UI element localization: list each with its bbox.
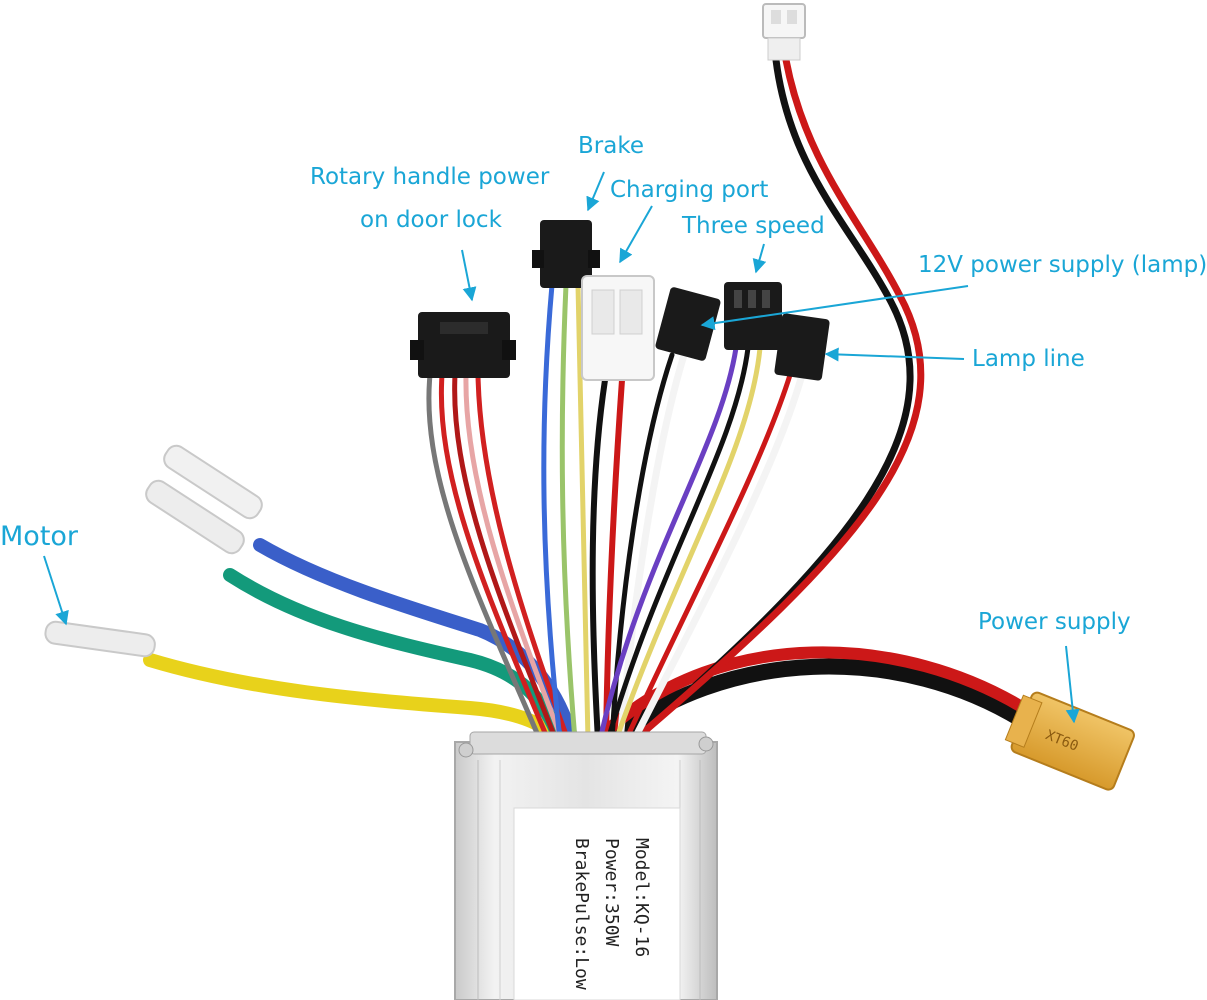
arrow-lamp-line: [824, 347, 965, 362]
controller-sticker: Model:KQ-16 Power:350W BrakePulse:Low: [513, 807, 681, 1000]
motor-bullet-connectors: [44, 444, 263, 658]
xt60-connector: XT60: [1004, 691, 1135, 791]
white-jst-plug: [762, 3, 806, 61]
label-brake: Brake: [578, 133, 644, 159]
label-motor: Motor: [0, 521, 79, 552]
label-power-supply: Power supply: [978, 609, 1131, 635]
lamp-12v-connector: [655, 287, 721, 361]
label-lamp-line: Lamp line: [972, 346, 1085, 372]
handle-power-wires: [426, 372, 571, 743]
charging-port-connector: [581, 275, 655, 381]
lamp-line-wires: [623, 371, 806, 744]
arrow-12v: [700, 285, 969, 331]
label-12v-power-supply: 12V power supply (lamp): [918, 252, 1207, 278]
label-charging-port: Charging port: [610, 177, 769, 203]
arrow-charging: [619, 205, 653, 264]
charging-port-wires: [589, 377, 625, 743]
brake-wires: [541, 282, 591, 743]
handle-power-connector: [410, 312, 516, 378]
three-speed-connector: [724, 282, 782, 350]
sticker-brake-pulse: BrakePulse:Low: [571, 838, 592, 990]
lamp-power-cable: [636, 56, 925, 739]
callout-arrows: [43, 171, 1080, 724]
three-speed-wires: [597, 345, 763, 743]
arrow-motor: [43, 555, 69, 626]
label-rotary-handle-line2: on door lock: [360, 207, 502, 233]
label-rotary-handle-line1: Rotary handle power: [310, 164, 550, 190]
arrow-three-speed: [752, 243, 767, 274]
arrow-power-supply: [1065, 645, 1080, 724]
arrow-brake: [586, 171, 605, 212]
brake-connector: [532, 220, 600, 288]
sticker-model: Model:KQ-16: [631, 838, 652, 957]
sticker-power: Power:350W: [601, 838, 622, 947]
arrow-rotary: [461, 249, 477, 302]
label-three-speed: Three speed: [682, 213, 825, 239]
lamp-line-connector: [774, 313, 830, 381]
